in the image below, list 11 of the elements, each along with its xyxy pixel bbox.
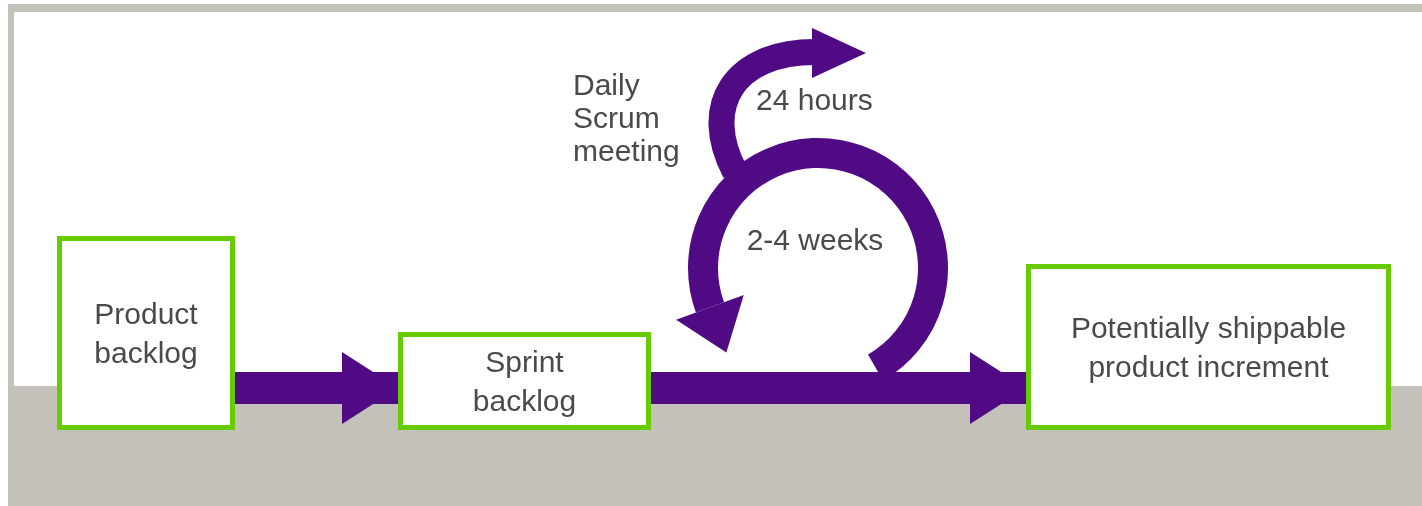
text-label: 2-4 weeks — [745, 223, 885, 256]
node-label: Product backlog — [93, 296, 199, 371]
process-box — [57, 236, 235, 430]
arrow — [651, 352, 1026, 424]
arrow — [235, 352, 398, 424]
node-label: Potentially shippable product increment — [1069, 310, 1348, 385]
node-label: Sprint backlog — [471, 344, 578, 419]
text-label: 24 hours — [756, 83, 874, 116]
process-box — [398, 332, 651, 430]
text-label: Daily Scrum meeting — [573, 68, 681, 167]
process-box — [1026, 264, 1391, 430]
